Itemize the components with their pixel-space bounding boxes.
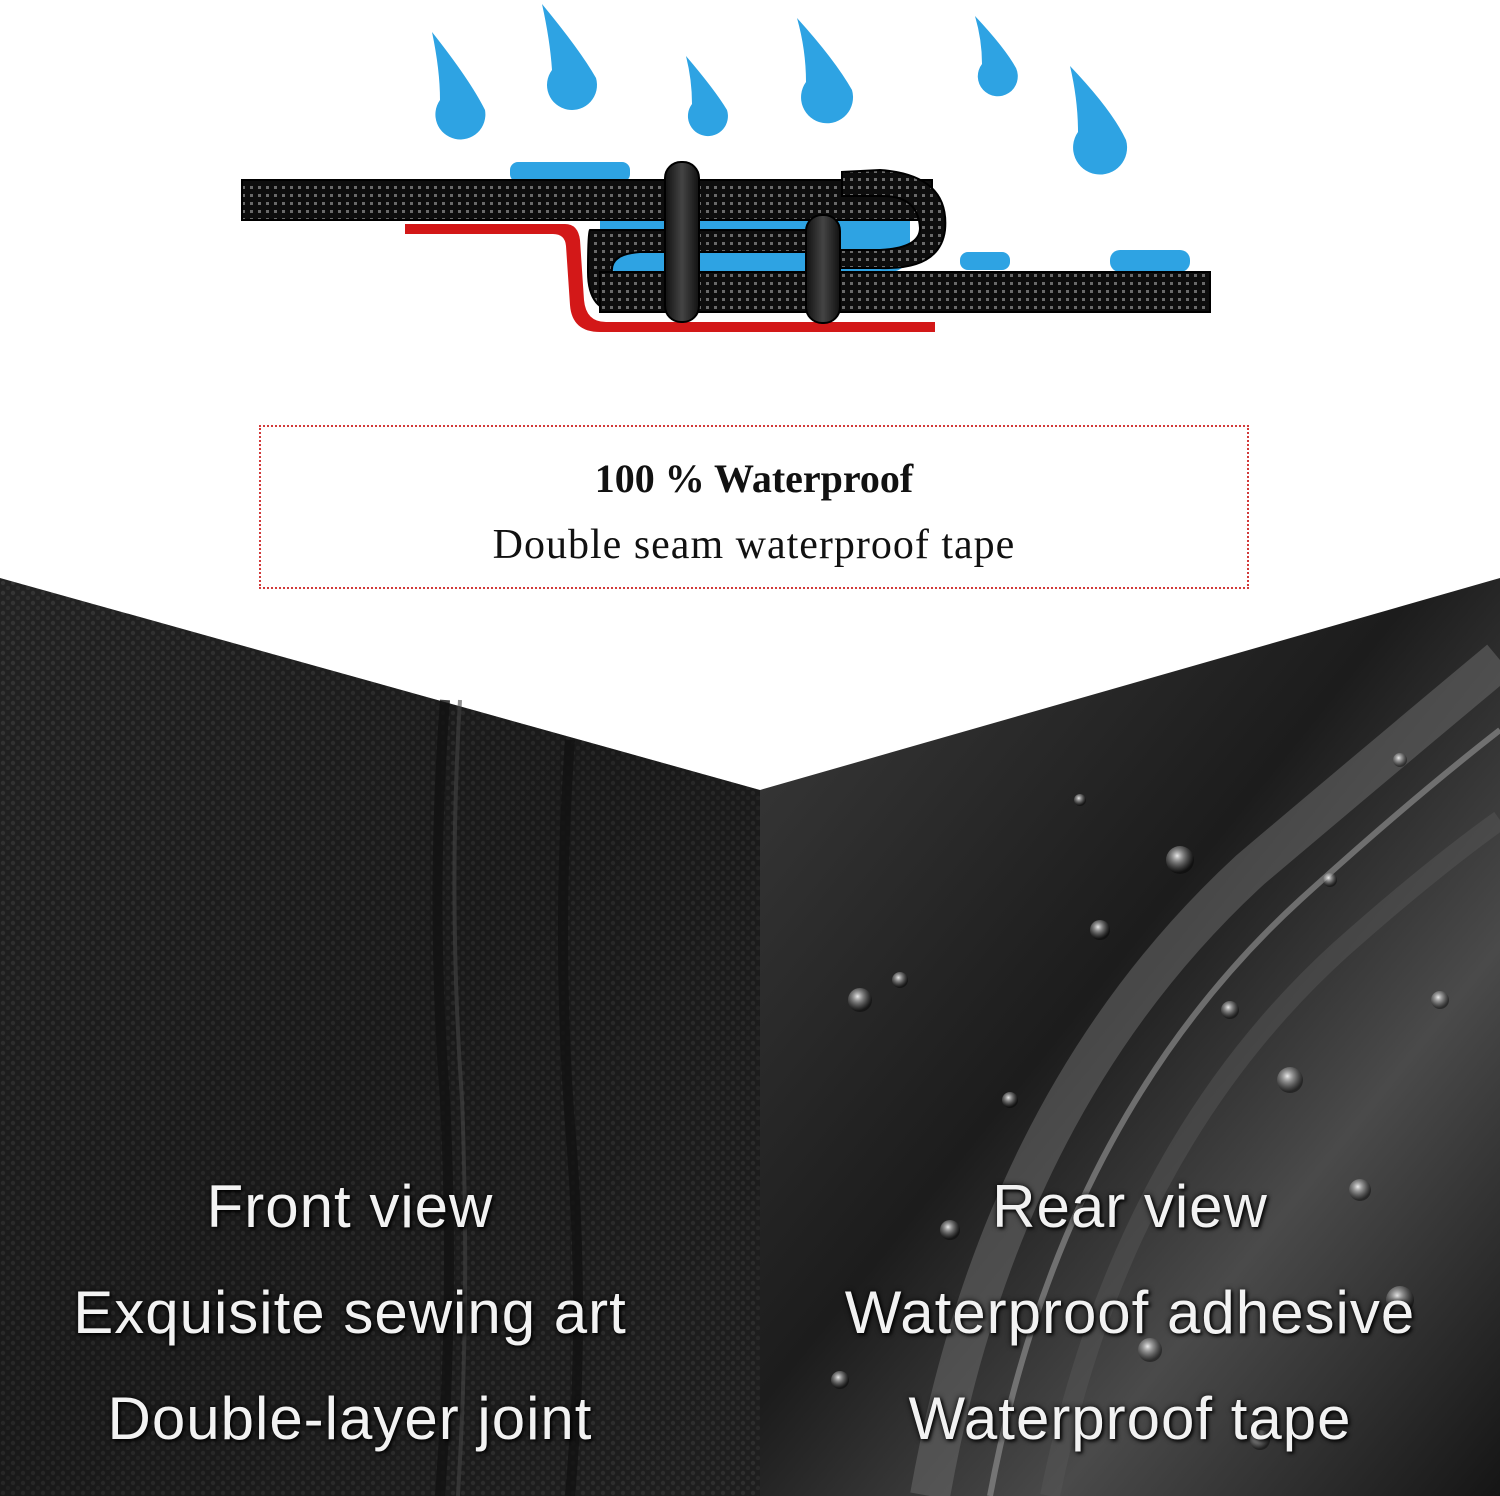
raindrop-icon [432, 32, 486, 140]
waterproof-callout: 100 % Waterproof Double seam waterproof … [259, 425, 1249, 589]
raindrop-icon [975, 16, 1018, 97]
seam-diagram [241, 4, 1211, 332]
front-view-line1: Exquisite sewing art [73, 1279, 627, 1346]
front-view-line2: Double-layer joint [107, 1385, 593, 1452]
rear-view-line1: Waterproof adhesive [844, 1279, 1416, 1346]
raindrop-icon [797, 18, 854, 124]
raindrop-icons [432, 4, 1128, 175]
fabric-bottom-layer [599, 271, 1211, 313]
seam-line [432, 699, 454, 1496]
rear-view-label: Rear view [992, 1173, 1268, 1240]
seam-line [557, 739, 584, 1496]
raindrop-icon [542, 4, 598, 110]
raindrop-icon [686, 56, 728, 137]
tape-ridge [910, 644, 1500, 1496]
raindrop-icon [1070, 66, 1128, 175]
stitch-left [664, 161, 700, 323]
callout-subtitle: Double seam waterproof tape [492, 522, 1016, 568]
rear-view-line2: Waterproof tape [908, 1385, 1352, 1452]
callout-title: 100 % Waterproof [594, 456, 914, 501]
water-droplets [831, 753, 1449, 1450]
rear-view-photo [760, 578, 1500, 1496]
front-view-photo [0, 578, 760, 1496]
front-view-label: Front view [206, 1173, 494, 1240]
stitch-right [805, 214, 841, 324]
